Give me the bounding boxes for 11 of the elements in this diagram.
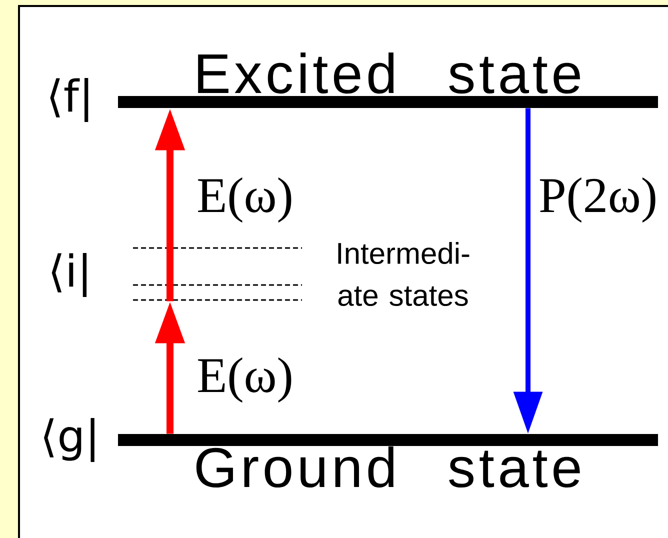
state-label: ⟨i| — [52, 253, 87, 297]
state-label: ⟨f| — [50, 78, 88, 122]
energy-level: Ground state — [118, 434, 658, 488]
state-label: ⟨g| — [44, 418, 94, 462]
energy-level: Excited state — [118, 52, 658, 108]
edge-label: P(2ω) — [540, 177, 656, 223]
node-label: Excited state — [198, 52, 580, 94]
level-label: Intermedi- ate states — [338, 242, 470, 306]
edge-label: E(ω) — [198, 177, 292, 223]
edge-label: E(ω) — [198, 357, 292, 403]
node-label: Ground state — [196, 446, 580, 488]
